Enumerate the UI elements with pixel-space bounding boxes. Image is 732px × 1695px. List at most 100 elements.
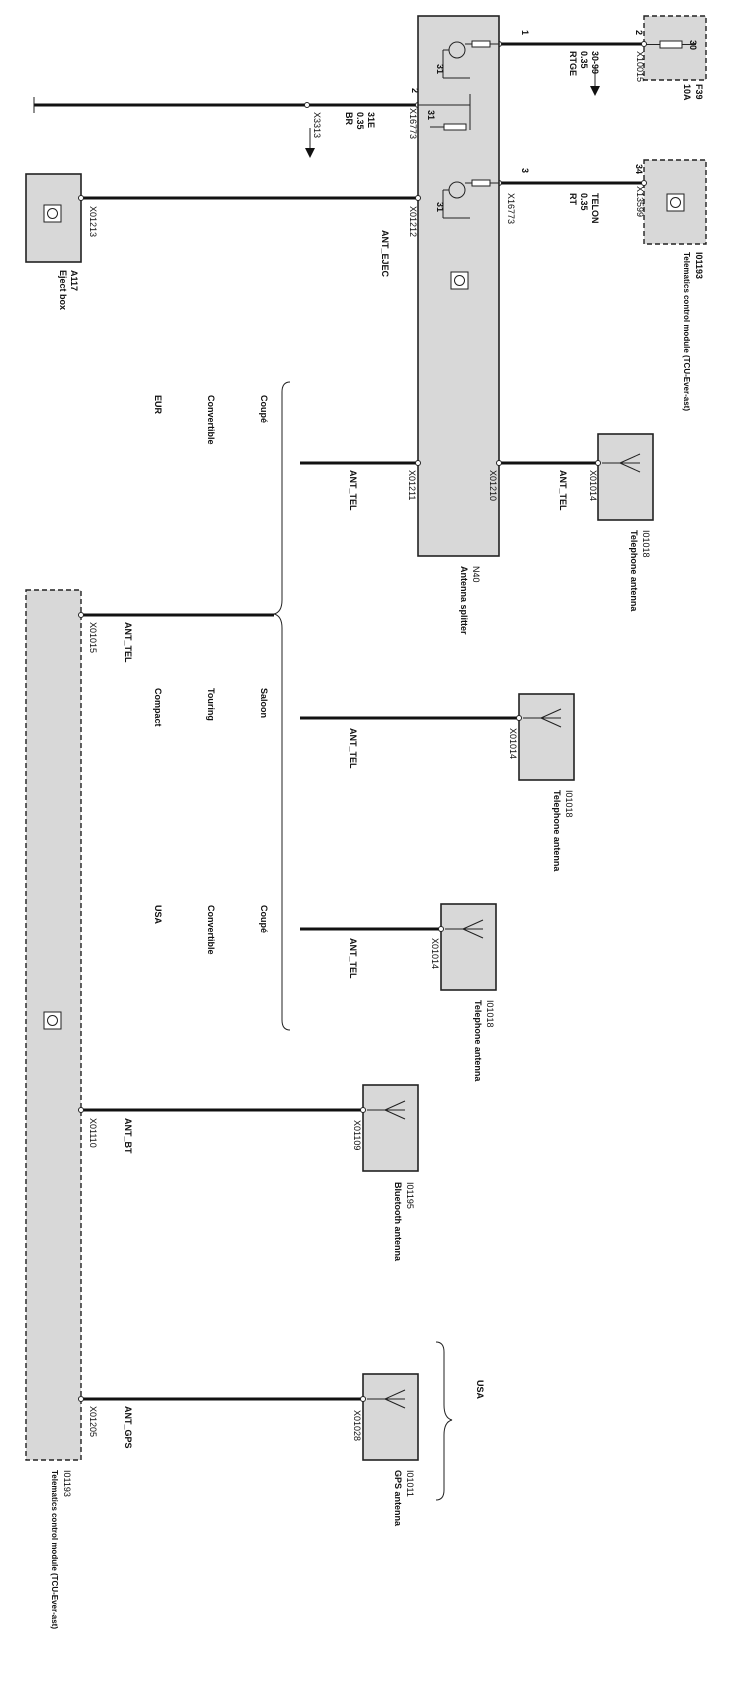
- wire-1-pin: 1: [520, 30, 530, 35]
- arrow-down-icon: [590, 66, 600, 96]
- eject-box-name: Eject box: [58, 270, 68, 310]
- telephone-antenna-2-connector: X01014: [508, 728, 518, 759]
- gps-antenna-name: GPS antenna: [393, 1470, 403, 1527]
- splitter-ref: N40: [471, 566, 481, 583]
- fuse-rating: 10A: [682, 84, 692, 101]
- tcu-tel-signal: ANT_TEL: [123, 622, 133, 663]
- control-module-icon: [43, 204, 62, 223]
- bluetooth-antenna-connector: X01109: [352, 1120, 362, 1150]
- control-module-icon: [666, 193, 685, 212]
- wire-2-color: BR: [344, 112, 354, 125]
- variant-1-body1: Coupé: [259, 395, 269, 423]
- tel2-signal: ANT_TEL: [348, 728, 358, 769]
- antenna-splitter-box: [417, 15, 500, 557]
- terminal: [415, 460, 421, 466]
- variant-3-body2: Convertible: [206, 905, 216, 955]
- wire-3-color: RT: [568, 193, 578, 205]
- wire-3-pin: 3: [520, 168, 530, 173]
- telephone-antenna-3-name: Telephone antenna: [473, 1000, 483, 1082]
- wire-3-connector: X16773: [506, 193, 516, 224]
- gps-signal: ANT_GPS: [123, 1406, 133, 1449]
- variant-2-body1: Saloon: [259, 688, 269, 718]
- bluetooth-antenna-ref: I01195: [405, 1182, 415, 1209]
- terminal: [415, 195, 421, 201]
- antenna-icon: [602, 453, 641, 473]
- telephone-antenna-3-box: [440, 903, 497, 991]
- variant-1-region: EUR: [153, 395, 163, 415]
- variant-3-region: USA: [153, 905, 163, 925]
- telephone-antenna-2-name: Telephone antenna: [552, 790, 562, 872]
- tel3-signal: ANT_TEL: [348, 938, 358, 979]
- variant-2-body2: Touring: [206, 688, 216, 721]
- ant-ejec-signal: ANT_EJEC: [380, 230, 390, 278]
- control-module-icon: [450, 271, 469, 290]
- antenna-icon: [367, 1389, 406, 1409]
- fuse-connector: X10015: [635, 51, 645, 82]
- tcu-top-connector: X13599: [635, 186, 645, 217]
- splitter-name: Antenna splitter: [459, 566, 469, 635]
- transistor-1-pin: 31: [435, 64, 445, 74]
- antenna-icon: [445, 919, 484, 939]
- wire-1-signal: 30-99: [590, 51, 600, 74]
- wire-1-color: RTGE: [568, 51, 578, 76]
- control-module-icon: [43, 1011, 62, 1030]
- bluetooth-antenna-box: [362, 1084, 419, 1172]
- wire-2-connector: X16773: [408, 108, 418, 139]
- fuse-symbol: [646, 40, 696, 49]
- fuse-ref: F39: [694, 84, 704, 100]
- terminal: [438, 926, 444, 932]
- terminal: [360, 1396, 366, 1402]
- wire-1-size: 0.35: [579, 51, 589, 69]
- arrow-down-icon: [305, 128, 315, 158]
- gps-antenna-box: [362, 1373, 419, 1461]
- variant-1-body2: Convertible: [206, 395, 216, 445]
- terminal: [641, 180, 647, 186]
- variant-3-body1: Coupé: [259, 905, 269, 933]
- telephone-antenna-2-box: [518, 693, 575, 781]
- telephone-antenna-3-ref: I01018: [485, 1000, 495, 1028]
- gps-region: USA: [475, 1380, 485, 1400]
- telephone-antenna-2-ref: I01018: [564, 790, 574, 818]
- terminal: [78, 1107, 84, 1113]
- wire-2-size: 0.35: [355, 112, 365, 130]
- terminal: [304, 102, 310, 108]
- terminal: [78, 195, 84, 201]
- eject-box-connector: X01213: [88, 206, 98, 237]
- bluetooth-antenna-name: Bluetooth antenna: [393, 1182, 403, 1262]
- wire-2-signal: 31E: [366, 112, 376, 128]
- variant-bracket: [273, 381, 291, 1031]
- terminal: [78, 612, 84, 618]
- telephone-antenna-1-box: [597, 433, 654, 521]
- splitter-out-signal: ANT_TEL: [348, 470, 358, 511]
- gps-antenna-ref: I01011: [405, 1470, 415, 1497]
- tcu-tel-connector: X01015: [88, 622, 98, 653]
- transistor-3-pin: 31: [435, 202, 445, 212]
- terminal: [641, 41, 647, 47]
- splitter-in-signal: ANT_TEL: [558, 470, 568, 511]
- telephone-antenna-1-name: Telephone antenna: [629, 530, 639, 612]
- bt-signal: ANT_BT: [123, 1118, 133, 1154]
- tcu-top-name: Telematics control module (TCU-Ever-ast): [682, 252, 691, 411]
- bt-connector: X01110: [88, 1118, 98, 1148]
- telephone-antenna-3-connector: X01014: [430, 938, 440, 969]
- fuse-pin: 2: [634, 30, 644, 35]
- terminal: [78, 1396, 84, 1402]
- variant-2-body3: Compact: [153, 688, 163, 727]
- antenna-icon: [523, 708, 562, 728]
- telephone-antenna-1-ref: I01018: [641, 530, 651, 558]
- wire-3-signal: TELON: [590, 193, 600, 224]
- gps-region-bracket: [435, 1341, 453, 1501]
- telephone-antenna-1-connector: X01014: [588, 470, 598, 501]
- tcu-bottom-ref: I01193: [62, 1470, 72, 1497]
- terminal: [496, 460, 502, 466]
- splitter-in-connector: X01210: [488, 470, 498, 501]
- transistor-circuit: [442, 179, 499, 219]
- gps-antenna-connector: X01028: [352, 1410, 362, 1441]
- terminal: [516, 715, 522, 721]
- transistor-circuit: [418, 94, 471, 131]
- eject-box-ref: A117: [69, 270, 79, 291]
- tcu-bottom-name: Telematics control module (TCU-Ever-ast): [50, 1470, 59, 1629]
- terminal: [360, 1107, 366, 1113]
- antenna-icon: [367, 1100, 406, 1120]
